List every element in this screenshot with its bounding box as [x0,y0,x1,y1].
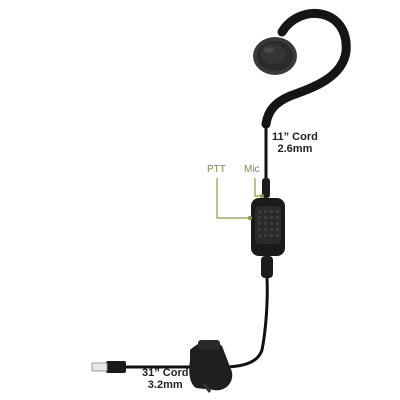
bottom-strain-relief [261,256,273,278]
clothing-clip [189,340,233,393]
ptt-microphone-body [251,198,285,256]
bottom-cord-diameter: 3.2mm [147,379,183,391]
ptt-callout-label: PTT [207,164,226,175]
ptt-callout-line [216,178,250,219]
top-cord-length: 11” Cord [272,131,318,143]
bottom-cord [124,277,269,369]
ear-hook [261,8,351,129]
mic-strain-relief [262,178,270,198]
radio-connector-plug [91,361,126,373]
bottom-cord-length: 31” Cord [142,367,189,379]
top-cord-label: 11” Cord 2.6mm [272,131,318,155]
bottom-cord-label: 31” Cord 3.2mm [142,367,188,391]
mic-callout-label: Mic [244,164,260,175]
speaker-earpiece [253,37,297,75]
top-cord-diameter: 2.6mm [277,143,313,155]
mic-callout-line [254,178,262,197]
